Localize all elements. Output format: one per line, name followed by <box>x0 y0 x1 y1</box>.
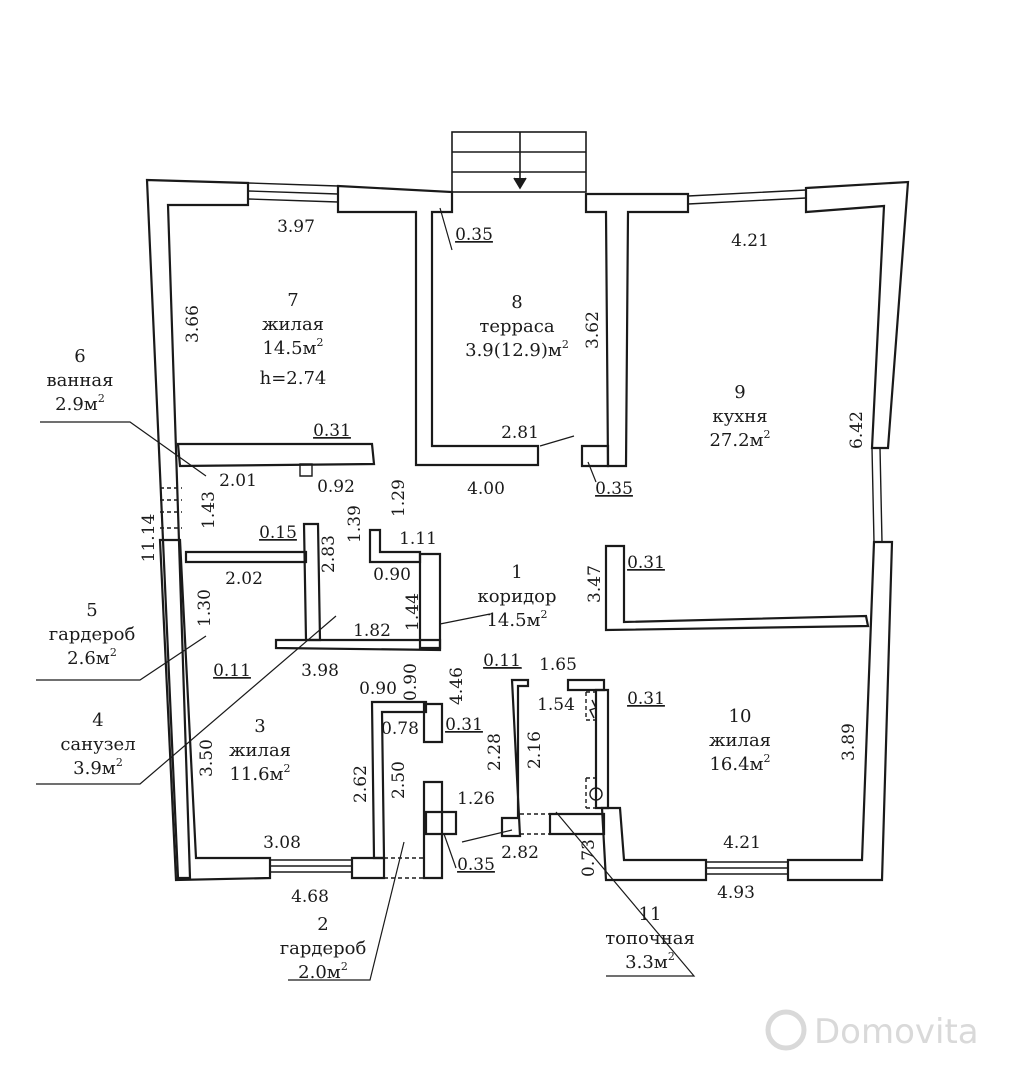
room-number: 4 <box>92 710 103 731</box>
dimension-label: 0.78 <box>381 719 419 739</box>
dimension-label: 1.11 <box>399 529 437 549</box>
dimension-label: 1.39 <box>345 505 365 543</box>
dimension-label: 2.02 <box>225 569 263 589</box>
room-number: 10 <box>729 706 752 727</box>
room-area: 3.9(12.9)м2 <box>465 338 569 361</box>
room-name: кухня <box>712 406 767 427</box>
dimension-label: 2.83 <box>319 535 339 573</box>
dimension-label: 4.68 <box>291 887 329 907</box>
room-area: 16.4м2 <box>709 752 770 775</box>
room-name: жилая <box>709 730 771 751</box>
room-name: жилая <box>229 740 291 761</box>
watermark-text: Domovita <box>814 1012 979 1052</box>
dimension-label: 0.35 <box>455 225 493 245</box>
dimension-label: 0.73 <box>579 839 599 877</box>
dimension-label: 3.08 <box>263 833 301 853</box>
dimension-label: 2.50 <box>389 761 409 799</box>
room-labels: 1коридор14.5м22гардероб2.0м23жилая11.6м2… <box>47 290 772 983</box>
dimension-labels: 3.97 0.35 4.21 3.66 3.62 6.42 0.31 2.81 2.01 0.92… <box>139 217 867 907</box>
dimension-label: 0.90 <box>373 565 411 585</box>
fixtures <box>299 463 603 809</box>
room-number: 9 <box>734 382 745 403</box>
dimension-label: 6.42 <box>847 411 867 449</box>
room-number: 11 <box>639 904 662 925</box>
room-number: 3 <box>254 716 265 737</box>
room-number: 8 <box>511 292 522 313</box>
dimension-label: 1.82 <box>353 621 391 641</box>
dimension-label: 4.21 <box>731 231 769 251</box>
room-height: h=2.74 <box>260 368 327 389</box>
dimension-label: 3.97 <box>277 217 315 237</box>
dimension-label: 2.16 <box>525 731 545 769</box>
watermark-icon <box>765 1009 807 1051</box>
dimension-label: 1.65 <box>539 655 577 675</box>
dimension-label: 4.93 <box>717 883 755 903</box>
watermark: Domovita <box>765 1009 979 1052</box>
dimension-label: 3.98 <box>301 661 339 681</box>
dimension-label: 2.01 <box>219 471 257 491</box>
dimension-label: 0.11 <box>213 661 251 681</box>
dimension-label: 4.21 <box>723 833 761 853</box>
dimension-label: 2.28 <box>485 733 505 771</box>
dimension-label: 0.35 <box>595 479 633 499</box>
room-name: гардероб <box>49 624 136 645</box>
room-name: топочная <box>605 928 695 949</box>
room-number: 5 <box>86 600 97 621</box>
room-area: 2.0м2 <box>298 960 348 983</box>
dimension-label: 1.44 <box>403 593 423 631</box>
dimension-label: 0.31 <box>313 421 351 441</box>
leader-lines <box>36 207 696 981</box>
dimension-label: 3.62 <box>583 311 603 349</box>
room-name: гардероб <box>280 938 367 959</box>
room-area: 11.6м2 <box>229 762 290 785</box>
dimension-label: 3.47 <box>585 565 605 603</box>
dimension-label: 11.14 <box>139 514 159 563</box>
dimension-label: 2.62 <box>351 765 371 803</box>
room-area: 3.3м2 <box>625 950 675 973</box>
room-name: санузел <box>60 734 135 755</box>
room-area: 14.5м2 <box>486 608 547 631</box>
room-name: терраса <box>479 316 554 337</box>
room-name: коридор <box>477 586 556 607</box>
dimension-label: 0.90 <box>359 679 397 699</box>
room-number: 6 <box>74 346 85 367</box>
room-number: 1 <box>511 562 522 583</box>
dimension-label: 3.66 <box>183 305 203 343</box>
room-number: 2 <box>317 914 328 935</box>
dimension-label: 1.26 <box>457 789 495 809</box>
dimension-label: 4.00 <box>467 479 505 499</box>
windows <box>160 182 883 879</box>
dimension-label: 0.11 <box>483 651 521 671</box>
dimension-label: 3.50 <box>197 739 217 777</box>
dimension-label: 0.35 <box>457 855 495 875</box>
dimension-label: 0.15 <box>259 523 297 543</box>
dimension-label: 0.31 <box>627 553 665 573</box>
dimension-label: 4.46 <box>447 667 467 705</box>
dimension-label: 3.89 <box>839 723 859 761</box>
dimension-label: 1.30 <box>195 589 215 627</box>
room-number: 7 <box>287 290 298 311</box>
steps <box>451 131 587 193</box>
dimension-label: 0.31 <box>627 689 665 709</box>
room-name: жилая <box>262 314 324 335</box>
dimension-label: 0.90 <box>401 663 421 701</box>
dimension-label: 2.82 <box>501 843 539 863</box>
dimension-label: 1.54 <box>537 695 575 715</box>
dimension-label: 0.31 <box>445 715 483 735</box>
dimension-label: 1.43 <box>199 491 219 529</box>
room-area: 3.9м2 <box>73 756 123 779</box>
dimension-label: 2.81 <box>501 423 539 443</box>
room-area: 14.5м2 <box>262 336 323 359</box>
dimension-label: 1.29 <box>389 479 409 517</box>
room-area: 27.2м2 <box>709 428 770 451</box>
room-area: 2.6м2 <box>67 646 117 669</box>
dimension-label: 0.92 <box>317 477 355 497</box>
room-name: ванная <box>47 370 114 391</box>
room-area: 2.9м2 <box>55 392 105 415</box>
